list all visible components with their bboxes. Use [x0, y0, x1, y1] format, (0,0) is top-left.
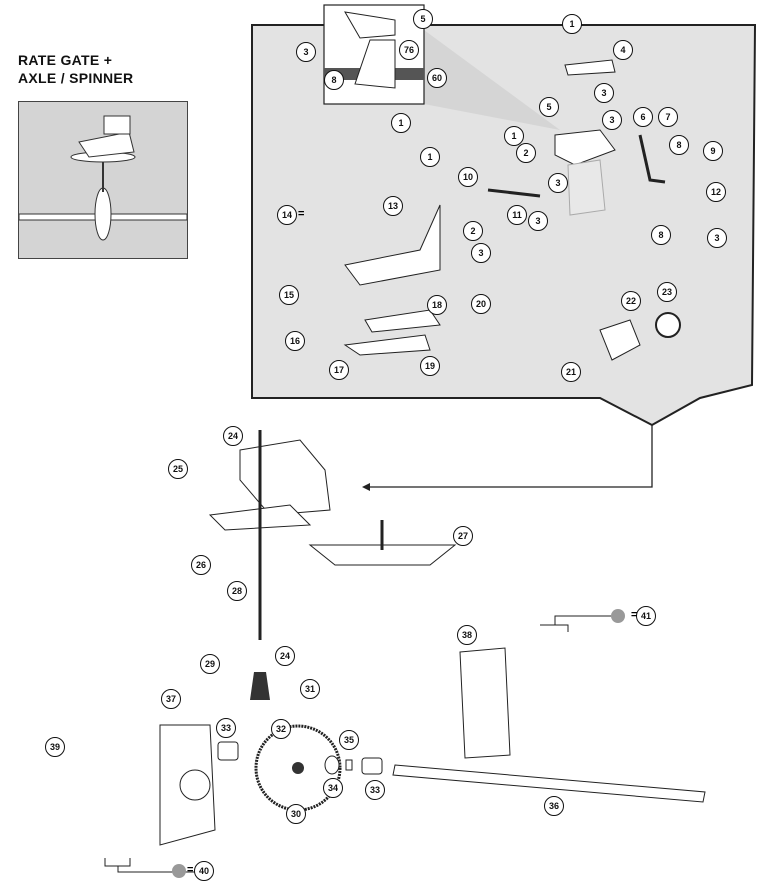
callout-41: 41: [636, 606, 656, 626]
page-title: RATE GATE + AXLE / SPINNER: [18, 51, 133, 87]
callout-40: 40: [194, 861, 214, 881]
callout-17: 17: [329, 360, 349, 380]
callout-39: 39: [45, 737, 65, 757]
callout-1: 1: [391, 113, 411, 133]
callout-34: 34: [323, 778, 343, 798]
callout-7: 7: [658, 107, 678, 127]
callout-19: 19: [420, 356, 440, 376]
callout-15: 15: [279, 285, 299, 305]
callout-3: 3: [548, 173, 568, 193]
callout-60: 60: [427, 68, 447, 88]
callout-8: 8: [651, 225, 671, 245]
callout-22: 22: [621, 291, 641, 311]
equals-sign: =: [631, 609, 638, 621]
callout-2: 2: [516, 143, 536, 163]
callout-76: 76: [399, 40, 419, 60]
callout-16: 16: [285, 331, 305, 351]
callout-36: 36: [544, 796, 564, 816]
callout-3: 3: [707, 228, 727, 248]
callout-10: 10: [458, 167, 478, 187]
callout-8: 8: [324, 70, 344, 90]
callout-11: 11: [507, 205, 527, 225]
title-line-1: RATE GATE +: [18, 52, 113, 68]
callout-3: 3: [594, 83, 614, 103]
connector-arrow: [366, 425, 653, 488]
callout-9: 9: [703, 141, 723, 161]
callout-12: 12: [706, 182, 726, 202]
callout-35: 35: [339, 730, 359, 750]
callout-3: 3: [471, 243, 491, 263]
callout-38: 38: [457, 625, 477, 645]
callout-21: 21: [561, 362, 581, 382]
callout-1: 1: [504, 126, 524, 146]
callout-2: 2: [463, 221, 483, 241]
callout-25: 25: [168, 459, 188, 479]
callout-3: 3: [528, 211, 548, 231]
callout-18: 18: [427, 295, 447, 315]
callout-24: 24: [275, 646, 295, 666]
callout-6: 6: [633, 107, 653, 127]
callout-30: 30: [286, 804, 306, 824]
equals-sign: =: [187, 864, 194, 876]
callout-3: 3: [602, 110, 622, 130]
callout-1: 1: [562, 14, 582, 34]
callout-37: 37: [161, 689, 181, 709]
callout-31: 31: [300, 679, 320, 699]
callout-32: 32: [271, 719, 291, 739]
callout-14: 14: [277, 205, 297, 225]
thumbnail-drawing: [18, 115, 188, 241]
callout-3: 3: [296, 42, 316, 62]
callout-33: 33: [216, 718, 236, 738]
callout-23: 23: [657, 282, 677, 302]
callout-33: 33: [365, 780, 385, 800]
callout-5: 5: [539, 97, 559, 117]
equals-sign: =: [298, 208, 305, 220]
callout-1: 1: [420, 147, 440, 167]
callout-20: 20: [471, 294, 491, 314]
callout-29: 29: [200, 654, 220, 674]
callout-13: 13: [383, 196, 403, 216]
callout-26: 26: [191, 555, 211, 575]
callout-27: 27: [453, 526, 473, 546]
callout-5: 5: [413, 9, 433, 29]
title-line-2: AXLE / SPINNER: [18, 70, 134, 86]
callout-8: 8: [669, 135, 689, 155]
overview-thumbnail: [18, 101, 188, 259]
callout-28: 28: [227, 581, 247, 601]
callout-4: 4: [613, 40, 633, 60]
callout-24: 24: [223, 426, 243, 446]
